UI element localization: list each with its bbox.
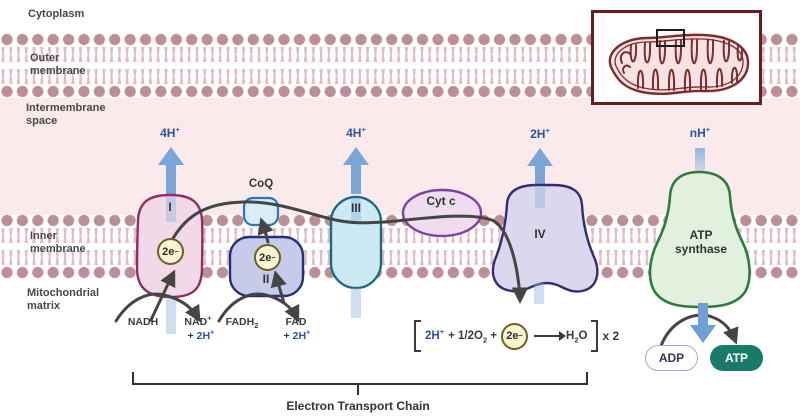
equation-protons: 2H+ [425,327,445,342]
fadh2-label: FADH2 [225,316,259,331]
etc-bracket [132,372,588,385]
lipid-heads-row [0,266,800,279]
right-arrow-icon [534,330,567,342]
atp-pill: ATP [710,345,763,371]
proton-label-c3: 4H+ [346,125,366,140]
cytochrome-c-label: Cyt c [426,194,456,208]
electron-pair-badge-c2: 2e− [254,244,281,271]
nad-proton-label: + 2H+ [187,327,215,342]
proton-label-c1: 4H+ [160,125,180,140]
intermembrane-space-label: Intermembrane space [26,102,106,127]
electron-arrow-into-ci [149,269,176,322]
mitochondrial-matrix-label: Mitochondrial matrix [27,287,100,312]
lipid-heads-row [0,214,800,227]
fad-label: FAD [285,316,307,328]
right-bracket-icon [591,320,599,352]
etc-caption: Electron Transport Chain [286,399,430,413]
proton-label-synthase: nH+ [689,125,711,140]
complex-ii-label: II [262,272,270,286]
left-bracket-icon [414,320,421,352]
electron-arrow-into-cii [270,270,287,305]
nad-label: NAD+ [184,313,212,328]
fad-proton-label: + 2H+ [283,327,311,342]
adp-to-atp-arrow [659,313,739,348]
equation-multiplier: x 2 [602,329,620,343]
equation-water: H2O [566,330,588,345]
proton-label-c4: 2H+ [530,126,550,141]
adp-pill: ADP [645,345,698,371]
complex-iii-label: III [350,201,362,215]
electron-pair-badge-c1: 2e− [157,238,184,265]
nadh-label: NADH [127,316,159,328]
proton-arrow-icon-down-synthase [690,303,716,343]
complex-i-label: I [168,200,172,214]
etc-bracket-tick [357,383,359,395]
electron-pair-badge-equation: 2e− [501,322,529,350]
coq-label: CoQ [248,178,274,190]
mitochondrion-illustration [608,33,750,96]
water-equation: 2H+ + 1/2O2 + 2e− H2O x 2 [414,319,619,353]
inset-zoom-region-icon [656,29,685,47]
outer-membrane-label: Outer membrane [30,52,86,77]
inner-membrane-label: Inner membrane [30,230,86,255]
mitochondrion-inset [591,10,762,105]
equation-oxygen: + 1/2O2 + [448,330,498,345]
atp-synthase-label: ATP synthase [674,228,728,256]
cytoplasm-label: Cytoplasm [28,8,85,20]
complex-iv-label: IV [534,227,546,241]
